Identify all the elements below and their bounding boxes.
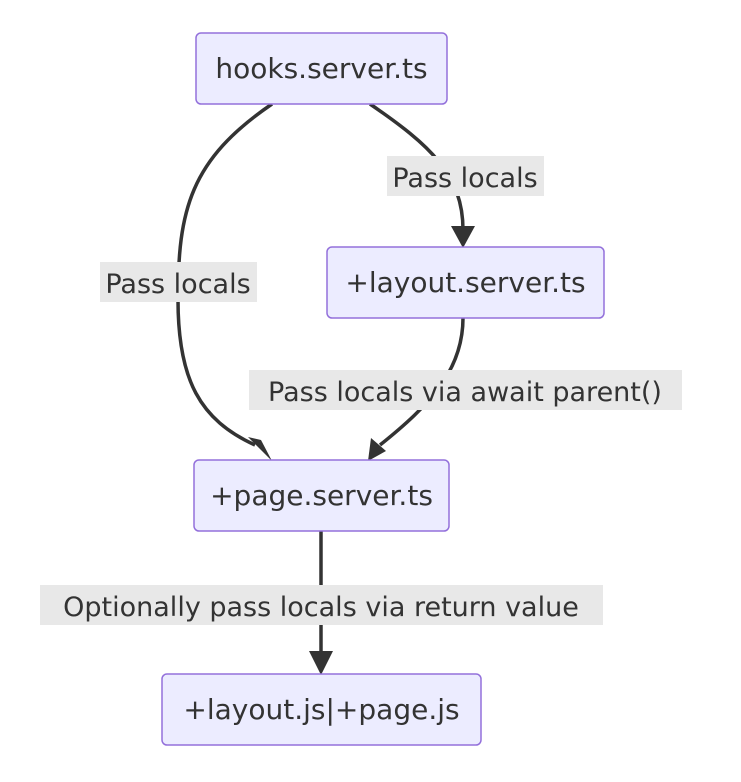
svg-text:Pass locals: Pass locals xyxy=(392,163,537,194)
svg-text:Pass locals via await parent(): Pass locals via await parent() xyxy=(268,377,662,408)
node-hooks-server: hooks.server.ts xyxy=(195,32,448,105)
edge-label-layout-to-page: Pass locals via await parent() xyxy=(249,370,682,410)
arrowhead-page-to-client xyxy=(309,651,333,675)
edge-label-hooks-to-page: Pass locals xyxy=(100,262,257,302)
edge-label-page-to-client: Optionally pass locals via return value xyxy=(40,585,603,625)
node-layout-page-client: +layout.js|+page.js xyxy=(161,673,482,746)
svg-text:+page.server.ts: +page.server.ts xyxy=(210,479,433,512)
edge-label-hooks-to-layout: Pass locals xyxy=(387,156,544,196)
arrowhead-layout-to-page xyxy=(368,438,386,461)
svg-text:Optionally pass locals via ret: Optionally pass locals via return value xyxy=(63,592,579,623)
node-layout-server: +layout.server.ts xyxy=(326,246,605,319)
svg-text:hooks.server.ts: hooks.server.ts xyxy=(215,52,427,85)
node-page-server: +page.server.ts xyxy=(193,459,450,532)
svg-text:Pass locals: Pass locals xyxy=(105,269,250,300)
svg-text:+layout.server.ts: +layout.server.ts xyxy=(345,266,585,299)
arrowhead-hooks-to-page xyxy=(248,437,272,461)
svg-text:+layout.js|+page.js: +layout.js|+page.js xyxy=(183,693,459,726)
arrowhead-hooks-to-layout xyxy=(451,226,475,248)
